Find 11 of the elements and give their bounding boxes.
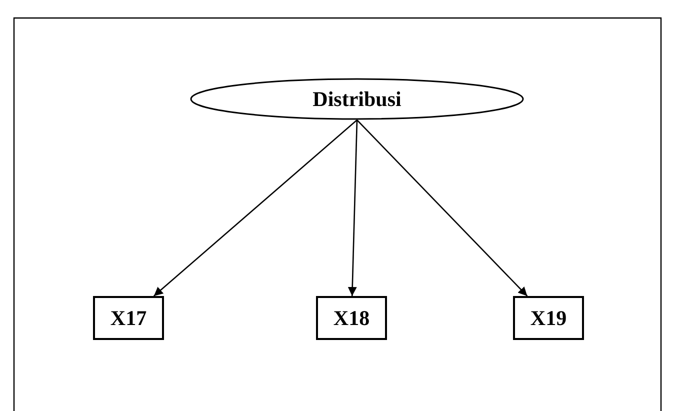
node-label: X18 [333,306,370,330]
node-label: X19 [530,306,567,330]
arrow [348,120,358,296]
node-label: Distribusi [312,86,402,112]
variable-box [513,296,584,340]
arrow [153,120,358,296]
arrow [356,120,528,296]
variable-box [93,296,164,340]
variable-box [316,296,387,340]
ellipse-node [190,78,524,120]
node-label: X17 [110,306,147,330]
